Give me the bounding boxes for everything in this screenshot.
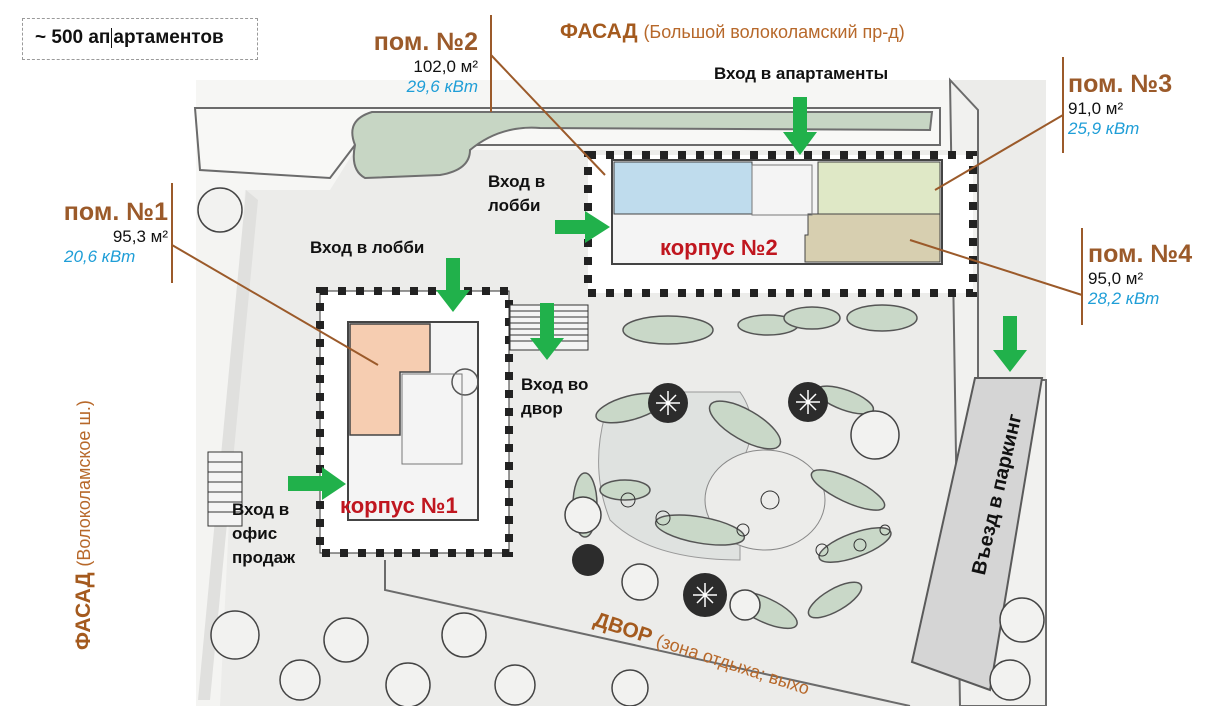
room-1-area: 95,3 м² (112, 227, 168, 246)
room-2-power: 29,6 кВт (406, 77, 478, 96)
text-cursor (111, 27, 113, 48)
arrow-lobby-2 (555, 211, 610, 243)
facade-left-title: ФАСАД (72, 572, 95, 650)
room-3-power: 25,9 кВт (1068, 119, 1140, 138)
room-2-label: пом. №2 102,0 м² 29,6 кВт (360, 28, 478, 97)
room-3-label: пом. №3 91,0 м² 25,9 кВт (1068, 70, 1172, 139)
apartments-count-text-a: ~ 500 ап (35, 27, 111, 48)
room-3-title: пом. №3 (1068, 70, 1173, 98)
building-1-columns (316, 287, 513, 557)
facade-top-label: ФАСАД (Большой волоколамский пр-д) (560, 20, 905, 44)
entrance-yard-label: Вход во двор (521, 375, 589, 418)
stair-1 (451, 368, 479, 396)
room-4-shape (804, 213, 941, 263)
apartments-count-text-b: артаментов (113, 27, 224, 48)
room-1-shape (349, 323, 431, 436)
arrow-lobby-1 (436, 258, 470, 312)
room-2-title: пом. №2 (373, 28, 478, 56)
room-1-title: пом. №1 (63, 198, 168, 226)
entrance-sales-label: Вход в офис продаж (232, 500, 296, 567)
stairs-left (207, 451, 243, 527)
room-3-area: 91,0 м² (1068, 99, 1124, 118)
trees-light (197, 187, 1045, 706)
room-1-label: пом. №1 95,3 м² 20,6 кВт (50, 198, 168, 267)
yard-border (384, 560, 911, 706)
trees-dark-rays (656, 390, 820, 607)
room-4-label: пом. №4 95,0 м² 28,2 кВт (1088, 240, 1192, 309)
street-left (196, 190, 245, 706)
room-1-power: 20,6 кВт (64, 247, 136, 266)
facade-left-label: ФАСАД (Волоколамское ш.) (72, 400, 96, 650)
room-4-title: пом. №4 (1088, 240, 1193, 268)
arrows (288, 97, 1027, 500)
room-3-shape (817, 161, 941, 215)
room-2-area: 102,0 м² (413, 57, 478, 76)
entrance-lobby-1-label: Вход в лобби (310, 238, 425, 257)
building-2-label: корпус №2 (660, 235, 778, 260)
parking-ramp (910, 377, 1044, 692)
core-2 (751, 164, 813, 216)
room-4-power: 28,2 кВт (1088, 289, 1160, 308)
arrow-yard (530, 303, 564, 360)
hedge-top (351, 111, 934, 180)
core-1 (401, 373, 463, 465)
building-1-label: корпус №1 (340, 493, 458, 518)
arrow-parking (993, 316, 1027, 372)
arrow-apartments (783, 97, 817, 155)
room-4-area: 95,0 м² (1088, 269, 1144, 288)
leader-lines (171, 15, 1083, 366)
small-circles (620, 490, 891, 557)
entrance-apartments-label: Вход в апартаменты (714, 64, 889, 83)
room-2-shape (613, 161, 753, 215)
plaza-circle (704, 449, 826, 551)
facade-top-title: ФАСАД (560, 20, 638, 43)
facade-top-subtitle: (Большой волоколамский пр-д) (643, 22, 905, 42)
sidewalk-left (198, 190, 258, 700)
facade-left-subtitle: (Волоколамское ш.) (74, 400, 94, 567)
arrow-sales (288, 467, 346, 500)
entrance-lobby-2-label: Вход в лобби (488, 172, 546, 215)
stairs-left-steps (208, 461, 242, 513)
